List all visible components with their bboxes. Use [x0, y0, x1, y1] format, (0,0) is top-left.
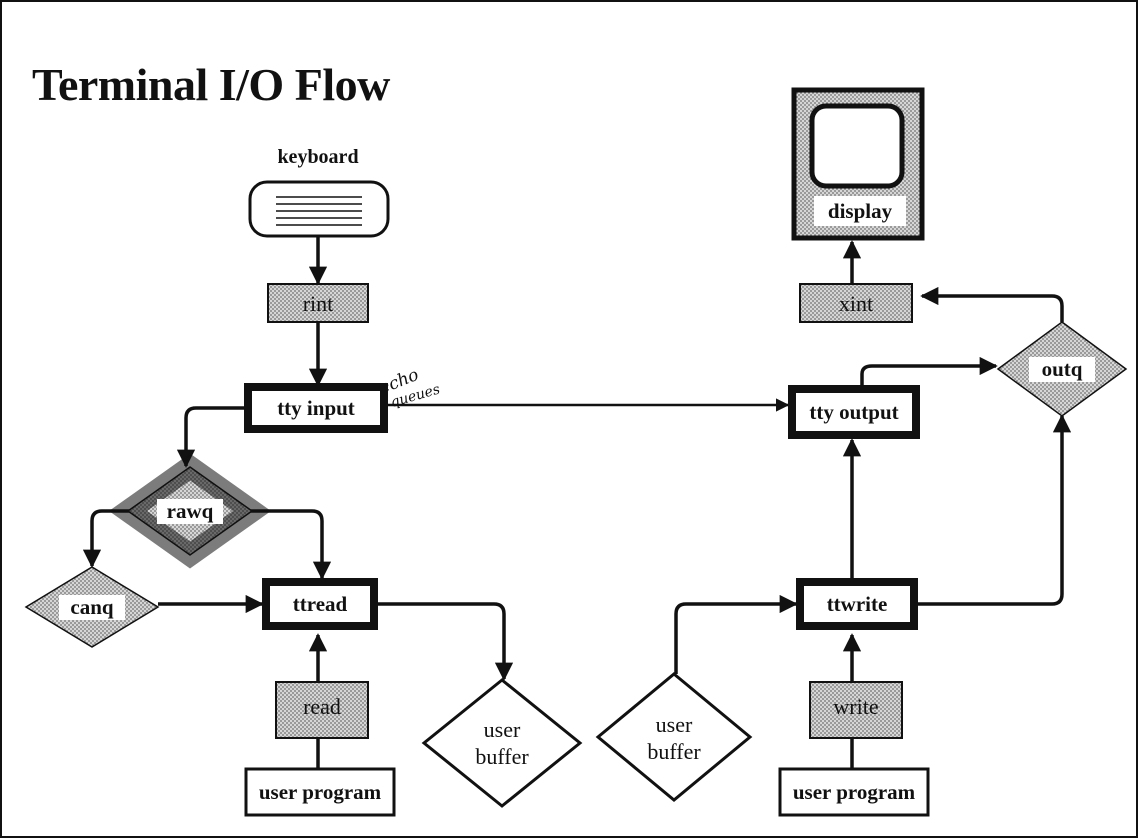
user-buffer-left-line1: user: [484, 717, 521, 742]
tty-input-box: tty input: [244, 383, 388, 433]
ttwrite-box: ttwrite: [796, 578, 918, 630]
xint-label: xint: [839, 291, 873, 316]
outq-label: outq: [1042, 357, 1083, 381]
rawq-label: rawq: [167, 499, 214, 523]
canq-node: canq: [24, 566, 160, 648]
user-program-left-box: user program: [244, 767, 396, 817]
write-box: write: [809, 681, 903, 739]
connectors: [82, 236, 1072, 768]
arrow-user-buffer-to-ttwrite: [674, 594, 798, 674]
user-buffer-right-line2: buffer: [647, 739, 701, 764]
ttread-label: ttread: [293, 592, 348, 616]
arrow-rawq-to-canq: [82, 509, 132, 568]
user-buffer-left-line2: buffer: [475, 744, 529, 769]
page-title: Terminal I/O Flow: [32, 59, 390, 110]
user-program-right-box: user program: [778, 767, 930, 817]
arrow-ttread-to-user-buffer: [376, 602, 514, 681]
arrow-tty-output-to-outq: [860, 356, 998, 385]
xint-box: xint: [799, 283, 913, 323]
keyboard-label: keyboard: [277, 146, 358, 168]
display-label: display: [828, 199, 893, 223]
arrow-tty-input-to-rawq: [176, 406, 248, 468]
canq-label: canq: [70, 595, 114, 619]
arrow-rawq-to-ttread: [250, 509, 332, 580]
user-program-right-label: user program: [793, 780, 916, 804]
display-monitor-icon: display: [791, 87, 925, 241]
ttread-box: ttread: [262, 578, 378, 630]
keyboard-keys-lines: [276, 196, 362, 226]
tty-output-box: tty output: [788, 385, 920, 439]
ttwrite-label: ttwrite: [827, 592, 888, 616]
tty-input-label: tty input: [277, 396, 355, 420]
user-program-left-label: user program: [259, 780, 382, 804]
arrow-ttwrite-to-outq: [918, 414, 1072, 606]
arrow-outq-to-xint: [920, 286, 1064, 322]
read-box: read: [275, 681, 369, 739]
rawq-node: rawq: [108, 453, 272, 569]
outq-node: outq: [996, 321, 1128, 417]
keyboard-icon: [248, 180, 390, 238]
user-buffer-left-node: user buffer: [421, 678, 583, 808]
rint-label: rint: [303, 291, 334, 316]
rint-box: rint: [267, 283, 369, 323]
keyboard-node: keyboard: [248, 146, 390, 238]
tty-output-label: tty output: [809, 400, 898, 424]
write-label: write: [833, 694, 878, 719]
user-buffer-right-node: user buffer: [595, 672, 753, 802]
user-buffer-right-line1: user: [656, 712, 693, 737]
read-label: read: [303, 694, 341, 719]
